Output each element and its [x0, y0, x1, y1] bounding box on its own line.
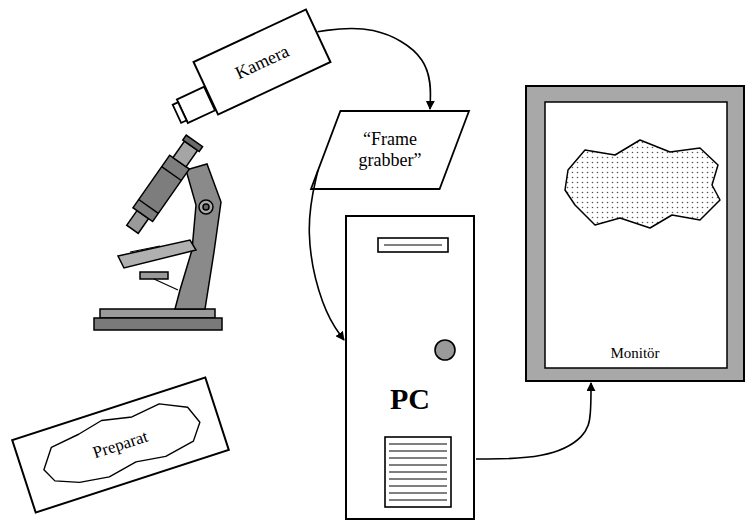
grille-line — [389, 451, 447, 452]
monitor-box: Monitör — [525, 85, 745, 382]
pc-details — [378, 238, 455, 507]
specimen-outline — [35, 392, 207, 496]
node-label: Preparat — [90, 427, 150, 463]
grille-line — [389, 465, 447, 466]
node-label: Monitör — [610, 345, 659, 362]
grille-line — [389, 486, 447, 487]
node-label: “Frame grabber” — [342, 129, 438, 170]
connector-arrow — [317, 28, 430, 109]
grille-line — [389, 458, 447, 459]
monitor-screen — [525, 85, 745, 382]
grille-line — [389, 479, 447, 480]
camera-box: Kamera — [192, 8, 332, 116]
specimen-image — [565, 140, 720, 228]
connector-arrow — [309, 170, 344, 340]
grille-line — [389, 500, 447, 501]
grille-line — [389, 493, 447, 494]
connector-arrow — [476, 383, 591, 459]
frame-grabber-box: “Frame grabber” — [310, 110, 470, 190]
slide-box: Preparat — [10, 376, 229, 514]
pc-tower: PC — [345, 215, 475, 520]
node-label: PC — [390, 382, 430, 417]
microscope — [94, 134, 222, 330]
camera-lens — [171, 87, 215, 126]
grille-line — [389, 472, 447, 473]
node-label: Kamera — [232, 41, 292, 84]
grille-line — [389, 444, 447, 445]
pc-grille — [389, 444, 447, 500]
